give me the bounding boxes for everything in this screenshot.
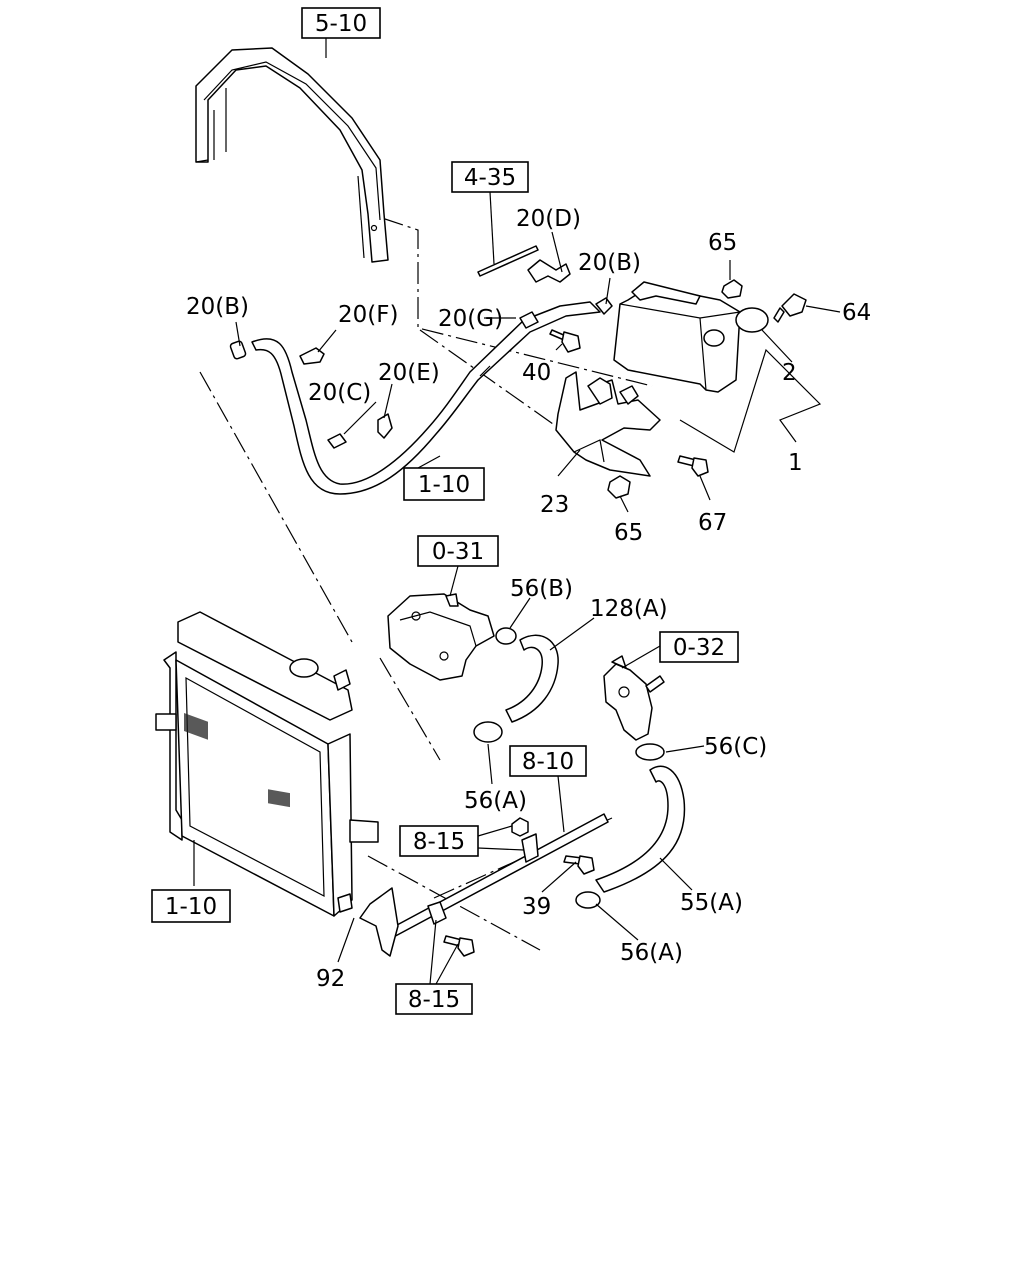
ref-box-bracket-pipe: 8-10 xyxy=(509,745,587,777)
label-20c: 20(C) xyxy=(308,380,371,406)
label-20e: 20(E) xyxy=(378,360,440,386)
nut-65-top xyxy=(721,279,743,299)
label-65-top: 65 xyxy=(708,230,737,256)
rod-4-35 xyxy=(477,245,539,277)
label-40: 40 xyxy=(522,360,551,386)
leader-lines xyxy=(193,38,841,985)
label-128a: 128(A) xyxy=(590,596,668,622)
bracket-23 xyxy=(555,371,661,477)
svg-text:0-31: 0-31 xyxy=(432,539,484,565)
nut-8-15-upper xyxy=(511,817,529,837)
label-64: 64 xyxy=(842,300,871,326)
clip-on-bracket-pipe xyxy=(521,833,539,863)
clamp-56c xyxy=(635,743,665,761)
reserve-tank xyxy=(613,281,741,393)
label-39: 39 xyxy=(522,894,551,920)
label-20g: 20(G) xyxy=(438,306,503,332)
overflow-pipe xyxy=(251,301,601,495)
ref-box-thermostat-housing: 0-32 xyxy=(659,631,739,663)
nut-65-bottom xyxy=(607,475,631,499)
label-92: 92 xyxy=(316,966,345,992)
svg-text:8-10: 8-10 xyxy=(522,749,574,775)
label-55a: 55(A) xyxy=(680,890,743,916)
label-56c: 56(C) xyxy=(704,734,767,760)
ref-box-bolt-group-upper: 8-15 xyxy=(399,825,479,857)
label-2: 2 xyxy=(782,360,797,386)
ref-box-bolt-group-lower: 8-15 xyxy=(395,983,473,1015)
label-56a-lower: 56(A) xyxy=(620,940,683,966)
bolt-67 xyxy=(677,455,709,477)
svg-text:8-15: 8-15 xyxy=(408,987,460,1013)
clamp-56a-lower xyxy=(575,891,601,909)
svg-text:1-10: 1-10 xyxy=(418,472,470,498)
label-65-bottom: 65 xyxy=(614,520,643,546)
hose-55a xyxy=(595,765,686,893)
ref-box-radiator: 1-10 xyxy=(151,889,231,923)
tank-cap-2 xyxy=(735,307,769,333)
thermostat-housing xyxy=(603,655,665,741)
svg-text:5-10: 5-10 xyxy=(315,11,367,37)
clip-20b-right xyxy=(595,297,613,315)
ref-box-water-outlet: 0-31 xyxy=(417,535,499,567)
svg-text:4-35: 4-35 xyxy=(464,165,516,191)
guard-frame xyxy=(195,47,389,263)
svg-text:8-15: 8-15 xyxy=(413,829,465,855)
bolt-39 xyxy=(563,855,595,875)
label-23: 23 xyxy=(540,492,569,518)
svg-text:0-32: 0-32 xyxy=(673,635,725,661)
label-67: 67 xyxy=(698,510,727,536)
clamp-56a-upper xyxy=(473,721,503,743)
label-56b: 56(B) xyxy=(510,576,573,602)
label-20f: 20(F) xyxy=(338,302,398,328)
clip-20f xyxy=(299,347,325,365)
label-20d: 20(D) xyxy=(516,206,581,232)
ref-box-guard-frame: 5-10 xyxy=(301,7,381,39)
label-56a-upper: 56(A) xyxy=(464,788,527,814)
label-20b-left: 20(B) xyxy=(186,294,249,320)
bolt-64 xyxy=(773,293,807,323)
clip-20b-left xyxy=(229,340,247,360)
clip-20d xyxy=(527,259,571,283)
hose-128a xyxy=(505,634,559,723)
bolt-8-15-lower xyxy=(443,935,475,957)
label-1: 1 xyxy=(788,450,803,476)
svg-text:1-10: 1-10 xyxy=(165,894,217,920)
callout-labels: 20(D) 20(B) 20(B) 20(F) 20(G) 20(C) 20(E… xyxy=(186,206,871,992)
ref-box-rod-top: 4-35 xyxy=(451,161,529,193)
clamp-56b xyxy=(495,627,517,645)
clip-20c xyxy=(327,433,347,449)
clip-20e xyxy=(377,413,393,439)
label-20b-right: 20(B) xyxy=(578,250,641,276)
ref-box-pipe-left-upper: 1-10 xyxy=(403,467,485,501)
clip-20g xyxy=(519,311,539,329)
water-outlet xyxy=(387,593,495,681)
clamp-lower-pipe xyxy=(427,901,447,925)
bracket-92 xyxy=(359,887,399,957)
radiator xyxy=(155,611,379,917)
bolt-40 xyxy=(549,329,581,353)
